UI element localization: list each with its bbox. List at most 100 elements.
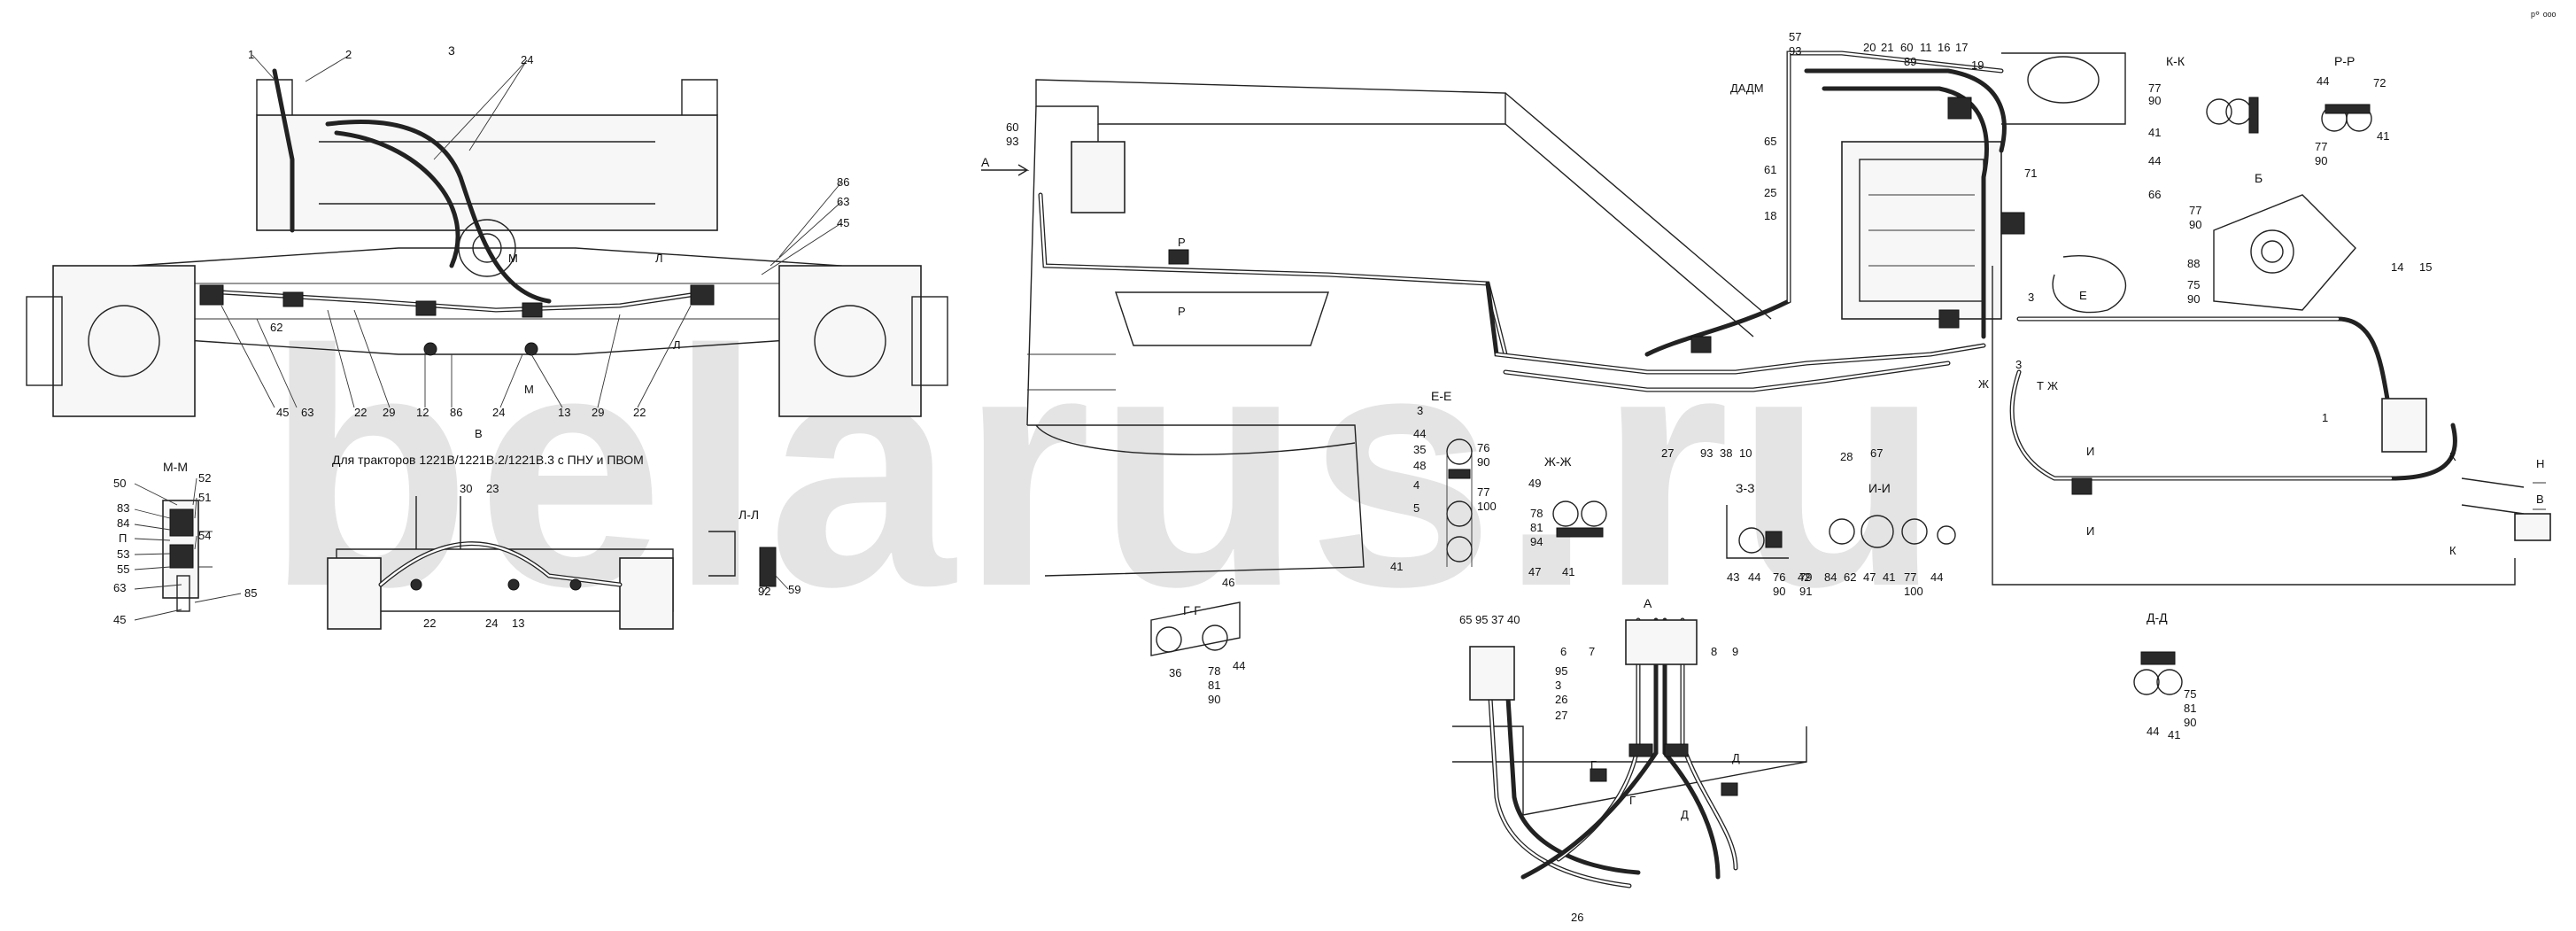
callout-label: 71 bbox=[2024, 167, 2037, 180]
callout-label: Е bbox=[2079, 289, 2087, 302]
callout-label: 77 bbox=[2189, 204, 2201, 217]
callout-label: И bbox=[2086, 524, 2094, 538]
callout-label: 65 bbox=[1459, 613, 1472, 626]
callout-label: К-К bbox=[2166, 54, 2185, 68]
callout-label: 51 bbox=[198, 491, 211, 504]
callout-label: 2 bbox=[345, 48, 352, 61]
callout-label: 3 bbox=[1555, 679, 1561, 692]
watermark: belarus.ru bbox=[266, 280, 1946, 656]
callout-label: 26 bbox=[1555, 693, 1567, 706]
callout-label: 13 bbox=[512, 617, 524, 630]
callout-label: 75 bbox=[2187, 278, 2200, 291]
callout-label: 77 bbox=[1477, 485, 1489, 499]
callout-label: 26 bbox=[1571, 911, 1583, 924]
callout-label: 44 bbox=[1930, 570, 1943, 584]
callout-label: 28 bbox=[1840, 450, 1853, 463]
callout-label: 78 bbox=[1208, 664, 1220, 678]
section-ll: Л-Л 92 59 bbox=[708, 508, 801, 598]
callout-label: 81 bbox=[1208, 679, 1220, 692]
callout-label: 93 bbox=[1700, 446, 1713, 460]
section-ii: И-И 79 91 84 62 47 41 77 100 44 bbox=[1799, 481, 1956, 598]
callout-label: 77 bbox=[2148, 81, 2161, 95]
callout-label: 40 bbox=[1507, 613, 1520, 626]
callout-label: 11 bbox=[1920, 41, 1932, 54]
callout-label: Ж-Ж bbox=[1544, 454, 1572, 469]
view-title-three: 3 bbox=[448, 43, 455, 58]
callout-label: 59 bbox=[788, 583, 801, 596]
callout-label: 25 bbox=[1764, 186, 1776, 199]
callout-label: Р bbox=[1178, 305, 1186, 318]
callout-label: 75 bbox=[2184, 687, 2196, 701]
callout-label: 47 bbox=[1863, 570, 1876, 584]
callout-label: 60 bbox=[1900, 41, 1913, 54]
callout-label: 90 bbox=[1208, 693, 1220, 706]
callout-label: 41 bbox=[2168, 728, 2180, 741]
callout-label: Е-Е bbox=[1431, 389, 1451, 403]
callout-label: 95 bbox=[1555, 664, 1567, 678]
callout-label: 4 bbox=[1413, 478, 1420, 492]
callout-label: 3 bbox=[2028, 291, 2034, 304]
callout-label: 76 bbox=[1773, 570, 1785, 584]
callout-label: 1 bbox=[2322, 411, 2328, 424]
callout-label: В bbox=[2536, 493, 2544, 506]
callout-label: 27 bbox=[1555, 709, 1567, 722]
callout-label: 41 bbox=[1883, 570, 1895, 584]
callout-label: 86 bbox=[837, 175, 849, 189]
callout-label: 85 bbox=[244, 586, 257, 600]
callout-label: 88 bbox=[2187, 257, 2200, 270]
callout-label: 93 bbox=[1006, 135, 1018, 148]
callout-label: 83 bbox=[117, 501, 129, 515]
callout-label: 89 bbox=[1904, 55, 1916, 68]
callout-label: К bbox=[2449, 544, 2456, 557]
callout-label: Т bbox=[2037, 379, 2044, 392]
callout-label: 9 bbox=[1732, 645, 1738, 658]
callout-label: 90 bbox=[1477, 455, 1489, 469]
callout-label: 45 bbox=[113, 613, 126, 626]
section-rr: Р-Р 44 72 41 77 90 bbox=[2315, 54, 2389, 167]
callout-label: 44 bbox=[1233, 659, 1245, 672]
callout-label: 22 bbox=[354, 406, 367, 419]
section-zhzh: Ж-Ж 49 78 81 94 47 41 bbox=[1528, 454, 1607, 578]
callout-label: 24 bbox=[492, 406, 505, 419]
callout-label: 47 bbox=[1528, 565, 1541, 578]
callout-label: 90 bbox=[2189, 218, 2201, 231]
callout-label: 24 bbox=[485, 617, 498, 630]
callout-label: 48 bbox=[1413, 459, 1426, 472]
callout-label: 90 bbox=[2184, 716, 2196, 729]
section-mm: М-М 50 52 51 83 84 П 53 55 54 63 85 45 bbox=[113, 460, 257, 626]
callout-label: 91 bbox=[1799, 585, 1812, 598]
callout-label: 61 bbox=[1764, 163, 1776, 176]
callout-label: 29 bbox=[592, 406, 604, 419]
section-ee: Е-Е 3 44 35 48 76 90 4 77 100 5 41 bbox=[1390, 389, 1497, 573]
callout-label: 12 bbox=[416, 406, 429, 419]
callout-label: 55 bbox=[117, 562, 129, 576]
callout-label: 49 bbox=[1528, 477, 1541, 490]
callout-label: 43 bbox=[1727, 570, 1739, 584]
section-zz: З-З 43 44 76 90 42 bbox=[1726, 481, 1810, 598]
callout-label: М-М bbox=[163, 460, 188, 474]
callout-label: Л-Л bbox=[739, 508, 759, 522]
callout-label: 8 bbox=[1711, 645, 1717, 658]
top-right-mark: ᵖ° ᵒᵒᵒ bbox=[2531, 9, 2557, 22]
callout-label: 36 bbox=[1169, 666, 1181, 679]
callout-label: 90 bbox=[1773, 585, 1785, 598]
callout-label: 13 bbox=[558, 406, 570, 419]
callout-label: 60 bbox=[1006, 120, 1018, 134]
callout-label: 62 bbox=[270, 321, 282, 334]
callout-label: 24 bbox=[521, 53, 533, 66]
callout-label: 57 bbox=[1789, 30, 1801, 43]
callout-label: 20 bbox=[1863, 41, 1876, 54]
callout-label: 21 bbox=[1881, 41, 1893, 54]
main-view-callouts: А 60 93 Р Р 57 93 ДАДМ 65 61 25 18 20 21… bbox=[981, 30, 2544, 557]
callout-label: Д bbox=[1732, 751, 1740, 764]
callout-label: 7 bbox=[1589, 645, 1595, 658]
callout-label: 95 bbox=[1475, 613, 1488, 626]
callout-label: 6 bbox=[1560, 645, 1566, 658]
callout-label: 41 bbox=[1562, 565, 1574, 578]
callout-label: 18 bbox=[1764, 209, 1776, 222]
callout-label: Р-Р bbox=[2334, 54, 2355, 68]
callout-label: 29 bbox=[383, 406, 395, 419]
section-gg: Г-Г 46 36 78 81 90 44 bbox=[1150, 576, 1245, 706]
callout-label: А bbox=[981, 155, 990, 169]
